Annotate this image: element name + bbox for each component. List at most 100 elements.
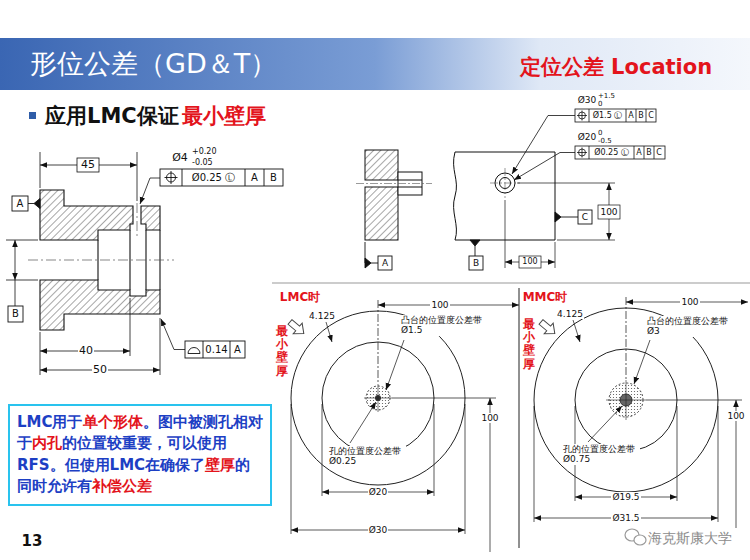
part-outline [398, 152, 555, 240]
dimension-line [534, 297, 748, 528]
dimension-text: 4.125 [308, 311, 336, 321]
tolerance-text: B [637, 111, 645, 120]
dimension-text: Ø30 [368, 525, 389, 535]
dimension-text: 50 [92, 364, 108, 377]
dimension-line [291, 300, 519, 552]
note-text: 内孔 [32, 434, 62, 452]
zone-callout: 凸台的位置度公差带 Ø1.5 [400, 315, 487, 336]
tolerance-zone-view [286, 317, 309, 339]
dimension-line [40, 165, 77, 166]
note-text: 壁厚 [205, 456, 235, 474]
dimension-line [15, 240, 16, 280]
tolerance-text: -0.5 [597, 137, 613, 145]
tolerance-text: A [627, 111, 634, 120]
note-box: LMC用于单个形体。图中被测孔相对于内孔的位置较重要，可以使用RFS。但使用LM… [8, 404, 272, 506]
zone-callout: 孔的位置度公差带 Ø0.75 [562, 444, 640, 465]
dimension-line [505, 183, 620, 268]
dimension-line [6, 280, 38, 281]
tolerance-text: Ø4 [171, 152, 189, 165]
datum-symbol [475, 246, 476, 256]
dimension-line [519, 256, 541, 268]
view-label: MMC时 [522, 291, 569, 305]
center-line [28, 260, 174, 261]
part-section [365, 150, 398, 180]
dimension-line [677, 406, 678, 501]
tolerance-text: A [250, 172, 259, 184]
dimension-line [15, 280, 16, 306]
leader-line [512, 116, 575, 181]
zone-callout: 孔的位置度公差带 Ø0.25 [328, 446, 406, 467]
dimension-line [465, 404, 466, 534]
wechat-icon [634, 535, 646, 545]
feature-control-frame [589, 109, 590, 122]
datum-symbol [378, 256, 392, 270]
tolerance-zone-view [378, 384, 379, 412]
datum-symbol [28, 203, 34, 204]
feature-control-frame [582, 111, 583, 121]
feature-control-frame [589, 146, 590, 159]
feature-control-frame [245, 169, 246, 186]
part-section [365, 150, 398, 240]
part-section [365, 187, 398, 240]
datum-symbol [555, 212, 561, 222]
wall-note: 最小壁厚 [276, 325, 288, 378]
zone-callout: 凸台的位置度公差带 Ø3 [646, 316, 733, 337]
dimension-line [534, 406, 535, 522]
datum-letter: C [581, 212, 589, 222]
center-line [137, 203, 138, 236]
tolerance-text: C [655, 148, 663, 157]
datum-symbol [470, 240, 480, 246]
tolerance-zone-view [286, 288, 519, 548]
dimension-line [291, 404, 292, 534]
dimension-text: 100 [680, 297, 699, 307]
dimension-line [505, 262, 519, 263]
tolerance-text: -0.05 [191, 158, 214, 167]
part-section [40, 190, 133, 240]
feature-control-frame [182, 169, 183, 186]
dimension-line [40, 332, 41, 375]
dimension-text: Ø19.5 [611, 492, 640, 502]
feature-control-frame [575, 109, 656, 122]
leader-line [326, 322, 404, 443]
dimension-line [6, 152, 160, 375]
dimension-line [6, 240, 38, 241]
feature-control-frame [230, 341, 231, 358]
tolerance-text: B [269, 172, 278, 184]
dimension-line [322, 404, 323, 496]
part-outline [398, 180, 422, 181]
tolerance-text: Ø1.5 Ⓛ [592, 111, 624, 120]
tolerance-text: Ø0.25 Ⓛ [593, 148, 630, 157]
view-label: LMC时 [279, 291, 321, 305]
leader-line [573, 320, 580, 342]
dimension-text: 100 [726, 411, 745, 421]
note-text: 单个形体 [83, 413, 143, 431]
bore-edge [129, 230, 130, 290]
datum-symbol [365, 258, 371, 268]
separator-line [272, 283, 750, 284]
dimension-line [40, 152, 41, 188]
tolerance-text: A [233, 344, 242, 356]
datum-symbol [8, 306, 23, 322]
leader-line [161, 319, 185, 350]
part-outline [398, 187, 422, 188]
part-section [40, 280, 160, 330]
dimension-line [77, 158, 99, 172]
tolerance-text: B [645, 148, 653, 157]
datum-symbol [12, 196, 28, 211]
feature-control-frame [160, 169, 283, 358]
page-number: 13 [21, 533, 44, 550]
dimension-line [137, 152, 138, 201]
center-line [505, 168, 506, 198]
dimension-line [557, 240, 615, 241]
tolerance-text: Ø0.25 Ⓛ [191, 172, 236, 184]
feature-control-frame [575, 146, 665, 159]
tolerance-text: Ø30 [577, 95, 598, 105]
leader-line [588, 406, 622, 442]
dimension-line [160, 318, 161, 375]
dimension-line [598, 205, 620, 219]
separator-line [272, 283, 750, 284]
tolerance-text: 0 [597, 100, 603, 108]
datum-letter: B [472, 258, 480, 268]
datum-symbol [8, 196, 40, 322]
title-bar [0, 38, 750, 90]
